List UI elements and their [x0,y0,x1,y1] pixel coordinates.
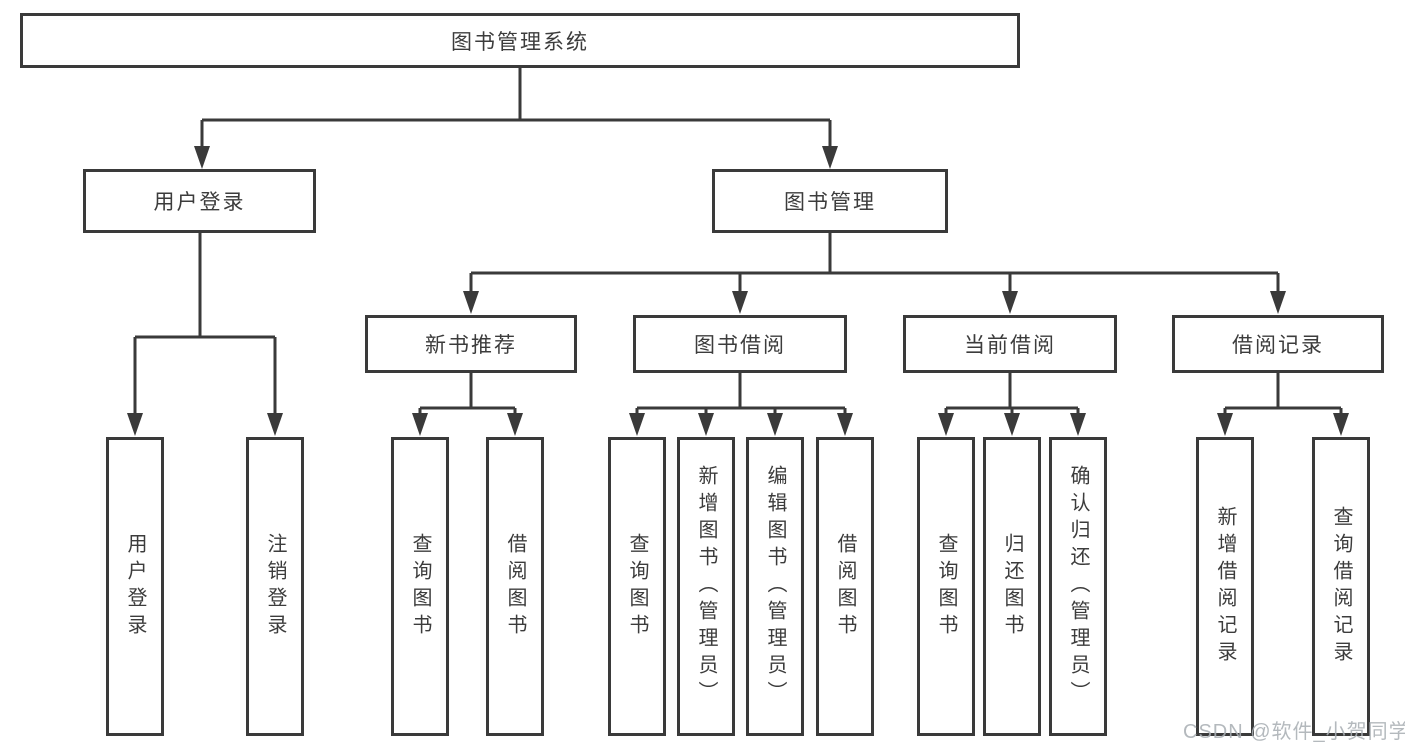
node-add-book-admin: 新增图书（管理员） [677,437,735,736]
node-borrow-books-label: 借阅图书 [834,532,856,641]
node-query-books-borrow: 查询图书 [608,437,666,736]
node-edit-book-admin-label: 编辑图书（管理员） [764,465,786,708]
connector-root-split [194,68,838,169]
connector-new-book-split [412,373,523,436]
node-return-books-label: 归还图书 [1001,532,1023,641]
node-logout: 注销登录 [246,437,304,736]
node-add-borrow-record-label: 新增借阅记录 [1214,505,1236,668]
node-current-borrowing: 当前借阅 [903,315,1117,373]
node-borrow-books-recommend-label: 借阅图书 [504,532,526,641]
node-query-books-current-label: 查询图书 [935,532,957,641]
node-borrowing-records: 借阅记录 [1172,315,1384,373]
node-edit-book-admin: 编辑图书（管理员） [746,437,804,736]
connector-current-borrow-split [938,373,1086,436]
node-borrow-books: 借阅图书 [816,437,874,736]
connector-book-borrow-split [629,373,853,436]
connector-records-split [1217,373,1349,436]
node-book-management-branch: 图书管理 [712,169,948,233]
node-add-borrow-record: 新增借阅记录 [1196,437,1254,736]
node-logout-label: 注销登录 [264,532,286,641]
node-query-books-recommend-label: 查询图书 [409,532,431,641]
node-query-borrow-record: 查询借阅记录 [1312,437,1370,736]
node-confirm-return-admin: 确认归还（管理员） [1049,437,1107,736]
node-user-login-leaf: 用户登录 [106,437,164,736]
node-new-book-recommendation: 新书推荐 [365,315,577,373]
connector-book-management-split [463,233,1286,314]
node-user-login-branch: 用户登录 [83,169,316,233]
node-confirm-return-admin-label: 确认归还（管理员） [1067,465,1089,708]
node-query-books-recommend: 查询图书 [391,437,449,736]
node-return-books: 归还图书 [983,437,1041,736]
node-library-management-system: 图书管理系统 [20,13,1020,68]
node-add-book-admin-label: 新增图书（管理员） [695,465,717,708]
node-user-login-leaf-label: 用户登录 [124,532,146,641]
node-query-books-borrow-label: 查询图书 [626,532,648,641]
connector-user-login-split [127,233,283,436]
csdn-watermark: CSDN @软件_小贺同学 [1183,721,1405,743]
node-book-borrowing: 图书借阅 [633,315,847,373]
node-query-borrow-record-label: 查询借阅记录 [1330,505,1352,668]
node-query-books-current: 查询图书 [917,437,975,736]
node-borrow-books-recommend: 借阅图书 [486,437,544,736]
